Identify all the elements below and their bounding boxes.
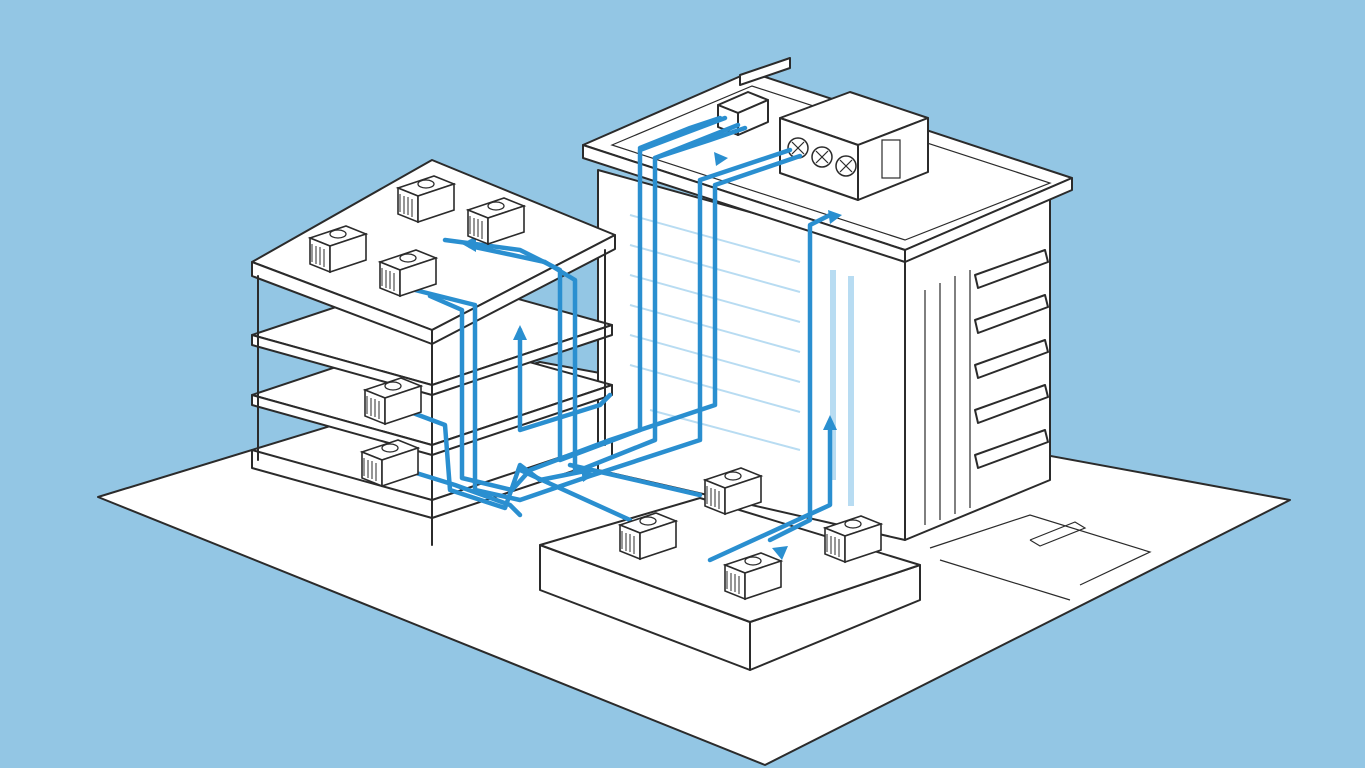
ac-condenser-icon <box>362 377 424 426</box>
refrigerant-pipes <box>397 115 833 563</box>
arrow-head-icon <box>462 236 476 252</box>
ac-condenser-icon <box>465 197 527 246</box>
ac-condenser-icon <box>307 225 369 274</box>
arrow-head-icon <box>513 325 527 340</box>
ac-condenser-icon <box>395 175 457 224</box>
ac-condenser-icon <box>617 512 679 561</box>
arrow-head-icon <box>828 210 842 224</box>
flow-arrows <box>462 152 842 560</box>
outdoor-units <box>307 175 884 601</box>
arrow-head-icon <box>714 152 728 166</box>
ac-condenser-icon <box>822 515 884 564</box>
ac-condenser-icon <box>702 467 764 516</box>
arrow-head-icon <box>823 415 837 430</box>
floor-building <box>251 159 616 546</box>
arrow-head-icon <box>772 546 788 560</box>
ac-condenser-icon <box>722 552 784 601</box>
balconies <box>974 249 1049 469</box>
arrow-head-icon <box>581 468 595 482</box>
ac-condenser-icon <box>359 439 421 488</box>
ac-condenser-icon <box>377 249 439 298</box>
rooftop-chiller-icon <box>779 91 929 201</box>
